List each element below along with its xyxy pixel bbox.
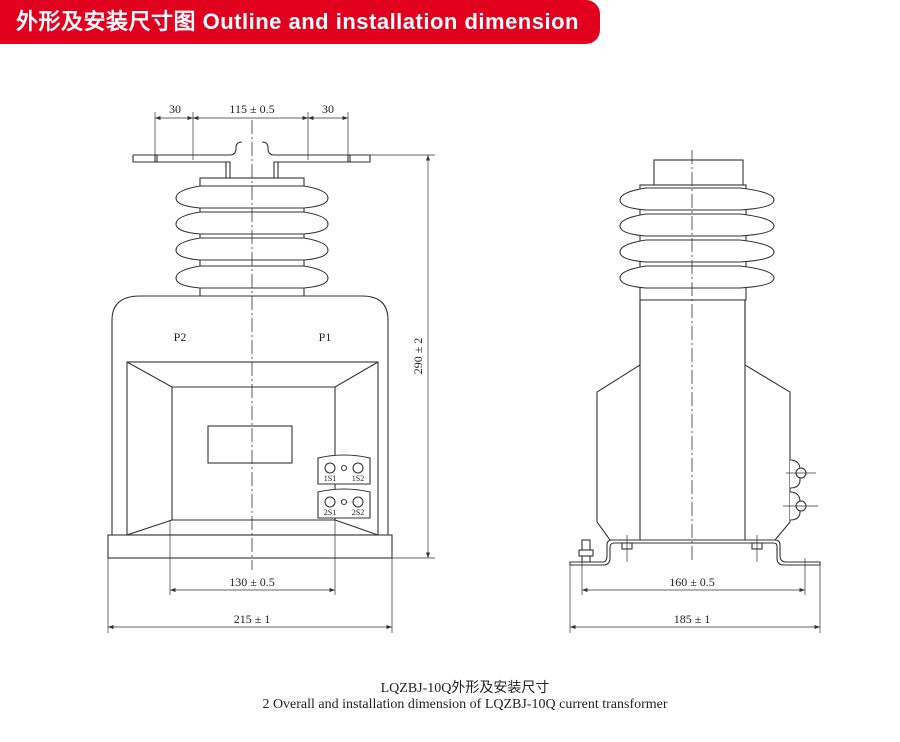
primary-terminal-bars <box>132 141 371 178</box>
base-plate <box>107 534 393 559</box>
mounting-bracket <box>569 539 821 566</box>
nameplate-window <box>207 425 293 464</box>
dim-center: 115 ± 0.5 <box>229 102 274 116</box>
dim-height: 290 ± 2 <box>411 338 425 375</box>
svg-text:1S2: 1S2 <box>352 474 364 483</box>
dim-mount-front: 130 ± 0.5 <box>229 575 275 589</box>
svg-text:2S2: 2S2 <box>352 508 364 517</box>
dim-width-side: 185 ± 1 <box>674 612 711 626</box>
dim-left-tab: 30 <box>169 102 181 116</box>
dim-width-front: 215 ± 1 <box>234 612 271 626</box>
terminal-p2-label: P2 <box>174 330 187 344</box>
section-banner: 外形及安装尺寸图 Outline and installation dimens… <box>0 0 600 44</box>
side-body <box>596 299 791 541</box>
secondary-terminal-box-2: 2S1 2S2 <box>317 488 371 519</box>
dim-mount-side: 160 ± 0.5 <box>669 575 715 589</box>
svg-text:2S1: 2S1 <box>324 508 336 517</box>
caption-chinese: LQZBJ-10Q外形及安装尺寸 <box>380 681 550 696</box>
side-view: 160 ± 0.5 185 ± 1 <box>569 150 821 633</box>
svg-text:1S1: 1S1 <box>324 474 336 483</box>
secondary-terminal-box-1: 1S1 1S2 <box>317 454 371 485</box>
front-view: P2 P1 1S1 1S2 2S1 2S2 30 115 ± 0.5 30 <box>107 102 435 633</box>
terminal-p1-label: P1 <box>319 330 332 344</box>
side-insulator-sheds <box>619 184 775 301</box>
dim-right-tab: 30 <box>322 102 334 116</box>
caption-english: 2 Overall and installation dimension of … <box>262 697 668 712</box>
